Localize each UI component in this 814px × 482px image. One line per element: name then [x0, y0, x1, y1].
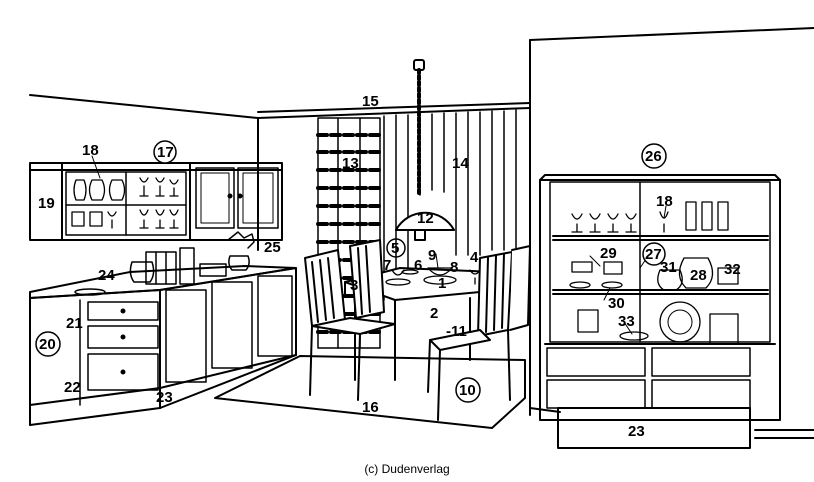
label-20-circle	[36, 332, 60, 356]
label-3: 3	[350, 277, 358, 294]
label-5-circle	[387, 239, 405, 257]
label-4: 4	[470, 249, 479, 266]
label-18-wall: 18	[82, 142, 99, 159]
wall-cupboard-glassware	[72, 178, 178, 228]
label-7: 7	[383, 257, 391, 274]
label-21: 21	[66, 315, 83, 332]
label-6: 6	[414, 257, 422, 274]
label-10-circle	[456, 378, 480, 402]
label-26-circle	[642, 144, 666, 168]
number-labels: 1 2 3 4 5 6 7 8 9 10 -11- 12 13 14 15 16…	[36, 93, 741, 440]
sideboard	[30, 266, 296, 425]
pendant-lamp	[396, 60, 454, 240]
label-23-sideboard: 23	[156, 389, 173, 406]
wall-cupboard	[30, 163, 282, 240]
label-30: 30	[608, 295, 625, 312]
label-15: 15	[362, 93, 379, 110]
sideboard-items	[75, 232, 254, 295]
label-27-circle	[643, 243, 665, 265]
label-18-cabinet: 18	[656, 193, 673, 210]
label-33: 33	[618, 313, 635, 330]
label-12: 12	[417, 210, 434, 227]
label-26: 26	[645, 148, 662, 165]
label-5: 5	[391, 240, 399, 257]
label-24: 24	[98, 267, 115, 284]
rug	[215, 356, 525, 428]
label-22: 22	[64, 379, 81, 396]
label-8: 8	[450, 259, 458, 276]
label-19: 19	[38, 195, 55, 212]
label-17-circle	[154, 141, 176, 163]
label-17: 17	[157, 144, 174, 161]
label-27: 27	[645, 246, 662, 263]
label-16: 16	[362, 399, 379, 416]
label-11: -11-	[446, 323, 472, 340]
label-32: 32	[724, 261, 741, 278]
label-14: 14	[452, 155, 469, 172]
label-9: 9	[428, 247, 436, 264]
china-cabinet	[540, 175, 780, 448]
label-13: 13	[342, 155, 359, 172]
china-cabinet-contents	[570, 202, 738, 344]
label-28: 28	[690, 267, 707, 284]
label-23-cabinet: 23	[628, 423, 645, 440]
label-29: 29	[600, 245, 617, 262]
table-setting	[386, 268, 480, 285]
label-2: 2	[430, 305, 438, 322]
label-10: 10	[459, 382, 476, 399]
room-walls	[30, 28, 814, 438]
chairs	[305, 240, 530, 420]
copyright-caption: (c) Dudenverlag	[364, 462, 450, 476]
label-1: 1	[438, 275, 446, 292]
label-31: 31	[660, 259, 677, 276]
label-25: 25	[264, 239, 281, 256]
label-20: 20	[39, 336, 56, 353]
